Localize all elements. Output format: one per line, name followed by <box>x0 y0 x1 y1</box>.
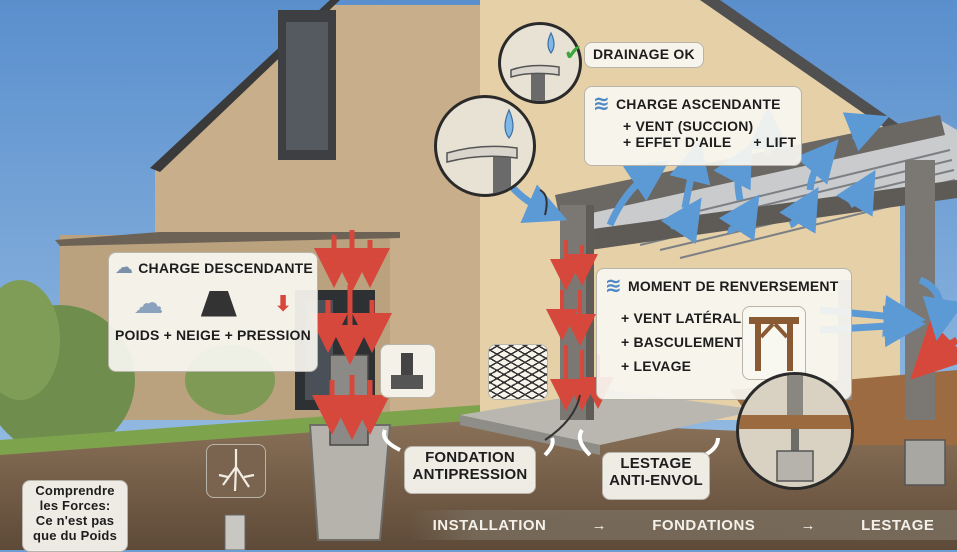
process-step-lestage: LESTAGE <box>861 516 935 534</box>
concrete-slab <box>460 390 760 445</box>
understanding-forces-label: Comprendre les Forces: Ce n'est pas que … <box>22 480 128 552</box>
process-step-installation: INSTALLATION <box>432 516 547 534</box>
ballast-label: LESTAGE ANTI-ENVOL <box>602 452 710 500</box>
weight-icon <box>200 290 237 317</box>
wind-icon: ≋ <box>605 275 622 297</box>
uplift-item-succion: + VENT (SUCCION) <box>623 118 754 134</box>
ballast-line2: ANTI-ENVOL <box>609 472 703 489</box>
comprendre-line2: les Forces: <box>39 498 111 513</box>
drainage-ok-detail <box>498 22 582 104</box>
uplift-title: CHARGE ASCENDANTE <box>615 95 781 112</box>
post-base-icon <box>380 344 436 398</box>
pergola-frame-icon <box>742 306 806 380</box>
plus-sign: + <box>163 327 172 343</box>
comprendre-line1: Comprendre <box>35 483 115 498</box>
downward-title: CHARGE DESCENDANTE <box>138 259 313 276</box>
process-step-fondations: FONDATIONS <box>652 516 756 534</box>
foundation-label: FONDATION ANTIPRESSION <box>404 446 536 494</box>
downward-poids: POIDS <box>115 327 160 343</box>
drainage-ok-label: DRAINAGE OK <box>584 42 704 68</box>
comprendre-line4: que du Poids <box>32 528 117 543</box>
uplift-load-label: ≋ CHARGE ASCENDANTE + VENT (SUCCION) + E… <box>584 86 802 166</box>
pressure-icon: ⬇ <box>273 290 293 316</box>
rebar-mesh-icon <box>488 344 548 400</box>
moment-item-vent: + VENT LATÉRAL <box>621 310 742 326</box>
post-anchor-detail <box>736 372 854 490</box>
foundation-line1: FONDATION <box>425 449 515 466</box>
wind-icon: ≋ <box>593 93 610 115</box>
snow-cloud-icon: ☁ <box>133 287 164 320</box>
drainage-ok-text: DRAINAGE OK <box>593 46 695 62</box>
downward-neige: NEIGE <box>176 327 221 343</box>
downward-load-label: ☁ CHARGE DESCENDANTE ☁ ⬇ POIDS + NEIGE +… <box>108 252 318 372</box>
check-icon: ✔ <box>564 40 583 65</box>
root-icon <box>206 444 266 498</box>
uplift-arrows <box>502 107 957 348</box>
ballast-line1: LESTAGE <box>620 455 692 472</box>
process-bar: INSTALLATION → FONDATIONS → LESTAGE <box>410 510 957 540</box>
down-force-arrows <box>308 230 392 440</box>
screw-footing <box>904 439 946 486</box>
drip-edge-detail <box>434 95 536 197</box>
uplift-item-lift: + LIFT <box>753 134 797 150</box>
moment-item-basculement: + BASCULEMENT <box>621 334 743 350</box>
snow-cloud-icon: ☁ <box>115 257 134 277</box>
downward-pression: PRESSION <box>237 327 311 343</box>
arrow-right-icon: → <box>591 516 608 534</box>
plus-sign: + <box>224 327 233 343</box>
foundation-line2: ANTIPRESSION <box>412 466 528 483</box>
comprendre-line3: Ce n'est pas <box>35 513 115 528</box>
moment-title: MOMENT DE RENVERSEMENT <box>627 277 839 294</box>
concrete-block <box>224 514 246 550</box>
uplift-item-effet-aile: + EFFET D'AILE <box>623 134 732 150</box>
moment-item-levage: + LEVAGE <box>621 358 692 374</box>
arrow-right-icon: → <box>800 516 816 534</box>
